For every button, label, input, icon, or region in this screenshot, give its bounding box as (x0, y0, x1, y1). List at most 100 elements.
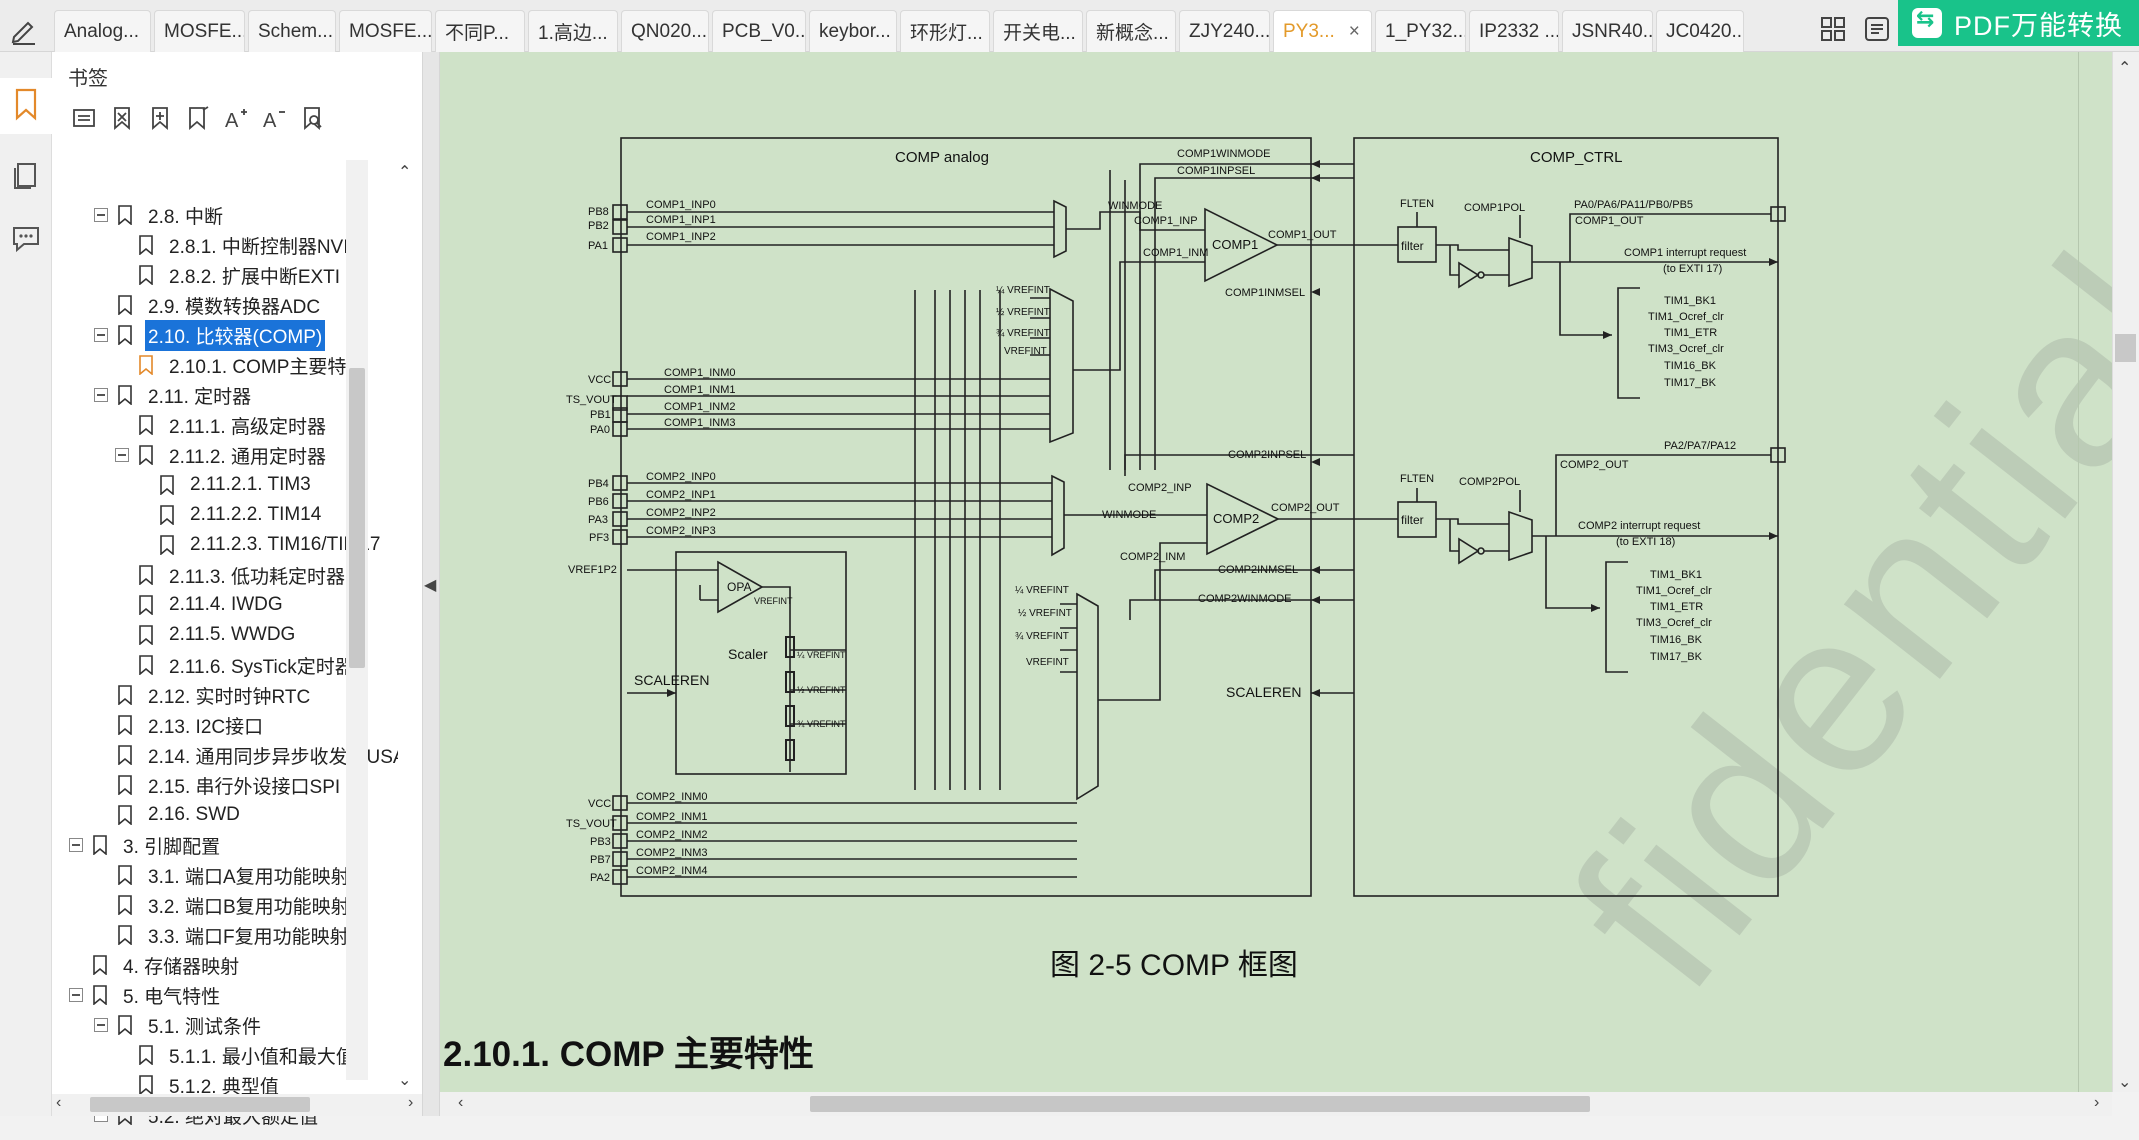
doc-scroll-down-icon[interactable]: ⌄ (2118, 1074, 2132, 1091)
bookmark-item[interactable]: 2.10. 比较器(COMP) (94, 319, 326, 351)
bookmark-item[interactable]: 2.8.1. 中断控制器NVIC (138, 230, 365, 260)
bookmark-item[interactable]: 2.13. I2C接口 (117, 710, 266, 740)
doc-scroll-right-icon[interactable]: › (2094, 1094, 2100, 1111)
bookmark-icon[interactable] (8, 86, 44, 122)
add-child-bookmark-icon[interactable] (180, 100, 216, 136)
tim-signal: TIM1_Ocref_clr (1648, 311, 1724, 323)
document-tabs: Analog...MOSFE...Schem...MOSFE...不同P...1… (54, 10, 1747, 52)
tim-signal: TIM1_BK1 (1650, 569, 1702, 581)
document-tab[interactable]: 不同P... (435, 10, 525, 52)
scroll-up-icon[interactable]: ⌃ (398, 164, 412, 181)
bookmark-item[interactable]: 2.14. 通用同步异步收发器USA (117, 740, 398, 770)
document-tab[interactable]: 新概念... (1086, 10, 1176, 52)
bookmark-item[interactable]: 2.12. 实时时钟RTC (117, 680, 313, 710)
bookmark-item[interactable]: 3.1. 端口A复用功能映射 (117, 860, 353, 890)
comp1-winmode-label: WINMODE (1108, 200, 1162, 212)
bookmark-scroll-thumb[interactable] (349, 368, 365, 668)
comp2-inp-label: COMP2_INP (1128, 482, 1192, 494)
document-tab[interactable]: Analog... (54, 10, 151, 52)
document-tab[interactable]: Schem... (248, 10, 336, 52)
pin-label: PB2 (588, 220, 609, 232)
document-tool-icon[interactable] (1862, 14, 1892, 44)
increase-font-icon[interactable]: A (218, 100, 254, 136)
bookmark-item[interactable]: 2.8. 中断 (94, 200, 226, 230)
search-bookmark-icon[interactable] (294, 100, 330, 136)
bookmark-list-icon[interactable] (66, 100, 102, 136)
comp1-irq-exti: (to EXTI 17) (1663, 263, 1722, 275)
pdf-convert-button[interactable]: PDF万能转换 (1898, 0, 2139, 46)
bookmark-item[interactable]: 5.1.2. 典型值 (138, 1070, 282, 1100)
collapse-icon[interactable] (94, 388, 108, 402)
document-scrollbar[interactable] (2112, 52, 2139, 1092)
edit-icon[interactable] (8, 15, 38, 45)
collapse-icon[interactable] (115, 448, 129, 462)
document-tab[interactable]: QN020... (621, 10, 709, 52)
bookmark-item[interactable]: 2.9. 模数转换器ADC (117, 290, 323, 320)
grid-view-icon[interactable] (1818, 14, 1848, 44)
document-tab[interactable]: ZJY240... (1179, 10, 1270, 52)
comp1-vref-tq: ¾ VREFINT (996, 328, 1050, 339)
thumbnails-icon[interactable] (8, 156, 44, 192)
collapse-icon[interactable] (94, 328, 108, 342)
add-bookmark-icon[interactable] (142, 100, 178, 136)
bookmark-item[interactable]: 2.15. 串行外设接口SPI (117, 770, 343, 800)
document-tab[interactable]: JSNR40... (1562, 10, 1653, 52)
bookmark-item[interactable]: 2.11.3. 低功耗定时器 (138, 560, 348, 590)
document-tab[interactable]: IP2332 ... (1469, 10, 1559, 52)
document-tab[interactable]: PY3...× (1273, 10, 1372, 52)
bookmark-item[interactable]: 3.3. 端口F复用功能映射 (117, 920, 352, 950)
doc-scroll-up-icon[interactable]: ⌃ (2118, 60, 2132, 77)
bookmark-item[interactable]: 2.11.2.3. TIM16/TIM17 (159, 530, 383, 560)
bookmark-item[interactable]: 2.11.1. 高级定时器 (138, 410, 329, 440)
bookmark-item[interactable]: 2.11. 定时器 (94, 380, 254, 410)
scroll-left-icon[interactable]: ‹ (56, 1094, 62, 1111)
bookmark-item[interactable]: 2.10.1. COMP主要特性 (138, 350, 368, 380)
doc-scroll-left-icon[interactable]: ‹ (458, 1094, 464, 1111)
bookmark-h-scroll-thumb[interactable] (90, 1097, 310, 1112)
bookmark-item[interactable]: 2.16. SWD (117, 800, 243, 830)
tim-signal: TIM1_BK1 (1664, 295, 1716, 307)
panel-splitter[interactable] (422, 52, 440, 1116)
collapse-icon[interactable] (94, 1018, 108, 1032)
comp1-inm-label: COMP1_INM (1143, 247, 1208, 259)
bookmark-flag-icon (118, 925, 132, 945)
document-tab[interactable]: keybor... (809, 10, 897, 52)
decrease-font-icon[interactable]: A (256, 100, 292, 136)
collapse-icon[interactable] (69, 838, 83, 852)
tab-label: JSNR40... (1572, 20, 1653, 42)
collapse-icon[interactable] (69, 988, 83, 1002)
document-tab[interactable]: 环形灯... (900, 10, 990, 52)
bookmark-item[interactable]: 4. 存储器映射 (92, 950, 242, 980)
bookmark-item[interactable]: 3.2. 端口B复用功能映射 (117, 890, 353, 920)
document-tab[interactable]: 1_PY32... (1375, 10, 1466, 52)
close-tab-icon[interactable]: × (1348, 20, 1360, 42)
bookmark-item[interactable]: 2.8.2. 扩展中断EXTI (138, 260, 343, 290)
comment-icon[interactable] (8, 220, 44, 256)
document-h-scroll-thumb[interactable] (810, 1096, 1590, 1112)
bookmark-item[interactable]: 2.11.4. IWDG (138, 590, 286, 620)
pin-label: TS_VOUT (566, 394, 617, 406)
bookmark-item[interactable]: 2.11.2.2. TIM14 (159, 500, 324, 530)
bookmark-flag-icon (118, 865, 132, 885)
bookmark-item[interactable]: 5.1.1. 最小值和最大值 (138, 1040, 358, 1070)
bookmark-item[interactable]: 2.11.2.1. TIM3 (159, 470, 314, 500)
delete-bookmark-icon[interactable] (104, 100, 140, 136)
document-scroll-thumb[interactable] (2115, 334, 2136, 362)
bookmark-item[interactable]: 2.11.2. 通用定时器 (115, 440, 329, 470)
collapse-panel-icon[interactable]: ◀ (424, 577, 437, 594)
bookmark-item[interactable]: 2.11.5. WWDG (138, 620, 298, 650)
bookmark-item[interactable]: 5. 电气特性 (69, 980, 223, 1010)
document-tab[interactable]: 1.高边... (528, 10, 618, 52)
document-tab[interactable]: MOSFE... (339, 10, 432, 52)
scroll-right-icon[interactable]: › (408, 1094, 414, 1111)
document-tab[interactable]: MOSFE... (154, 10, 245, 52)
scroll-down-icon[interactable]: ⌄ (398, 1072, 412, 1089)
opa-vrefint-label: VREFINT (754, 596, 793, 606)
bookmark-item[interactable]: 5.1. 测试条件 (94, 1010, 264, 1040)
bookmark-item[interactable]: 3. 引脚配置 (69, 830, 223, 860)
document-tab[interactable]: PCB_V0... (712, 10, 806, 52)
document-tab[interactable]: 开关电... (993, 10, 1083, 52)
document-tab[interactable]: JC0420... (1656, 10, 1744, 52)
collapse-icon[interactable] (94, 208, 108, 222)
bookmark-item[interactable]: 2.11.6. SysTick定时器 (138, 650, 357, 680)
